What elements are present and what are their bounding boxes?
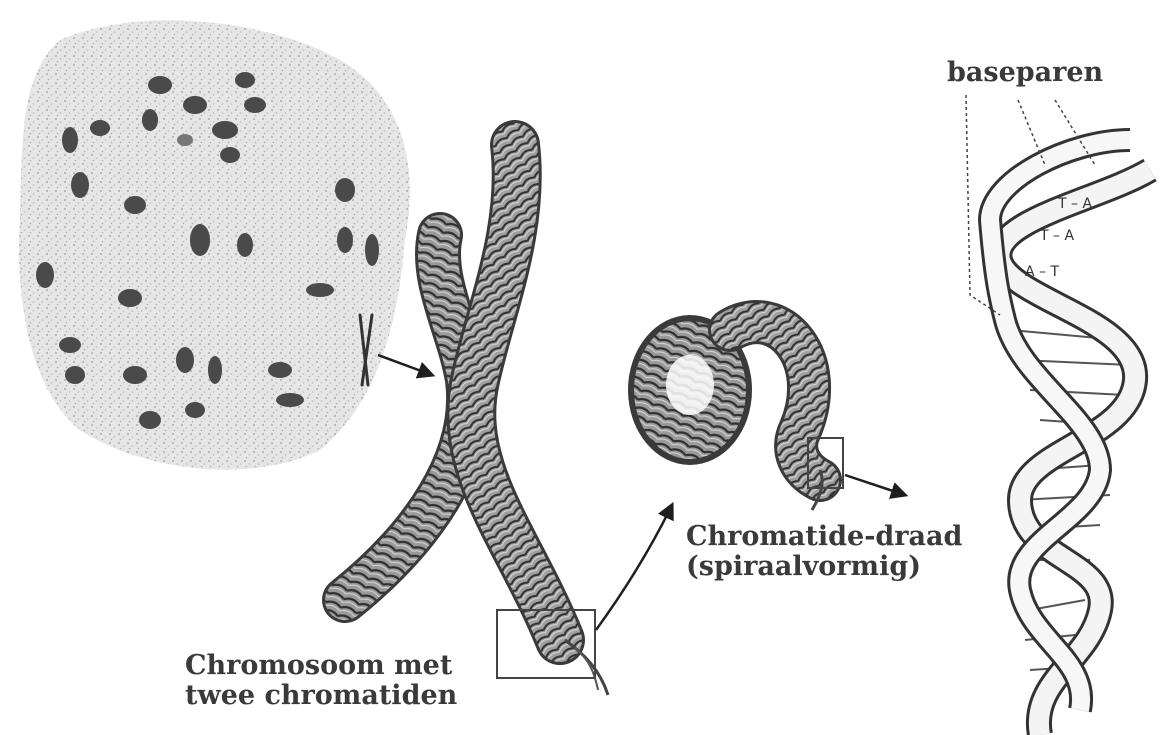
chromosome-label: Chromosoom met twee chromatiden (185, 651, 457, 711)
base-pair-letter: T – A (1039, 228, 1074, 244)
arrow-cell-to-chromosome (378, 355, 432, 375)
chromatid-label: Chromatide-draad (spiraalvormig) (686, 522, 962, 582)
base-pair-letter: A – T (1025, 264, 1059, 280)
arrow-chromosome-to-chromatid (596, 505, 672, 630)
chromatid-thread-coil (628, 315, 843, 510)
base-pair-letter: T – A (1057, 196, 1092, 212)
chromatid-label-line-2: (spiraalvormig) (686, 552, 962, 582)
base-pairs-label: baseparen (947, 58, 1103, 88)
chromosome-label-line-2: twee chromatiden (185, 681, 457, 711)
chromatid-label-line-1: Chromatide-draad (686, 522, 962, 552)
arrow-chromatid-to-dna (845, 475, 905, 495)
chromosome-label-line-1: Chromosoom met (185, 651, 457, 681)
cell-nucleus (19, 20, 410, 469)
dna-double-helix: T – A T – A A – T (966, 95, 1150, 735)
